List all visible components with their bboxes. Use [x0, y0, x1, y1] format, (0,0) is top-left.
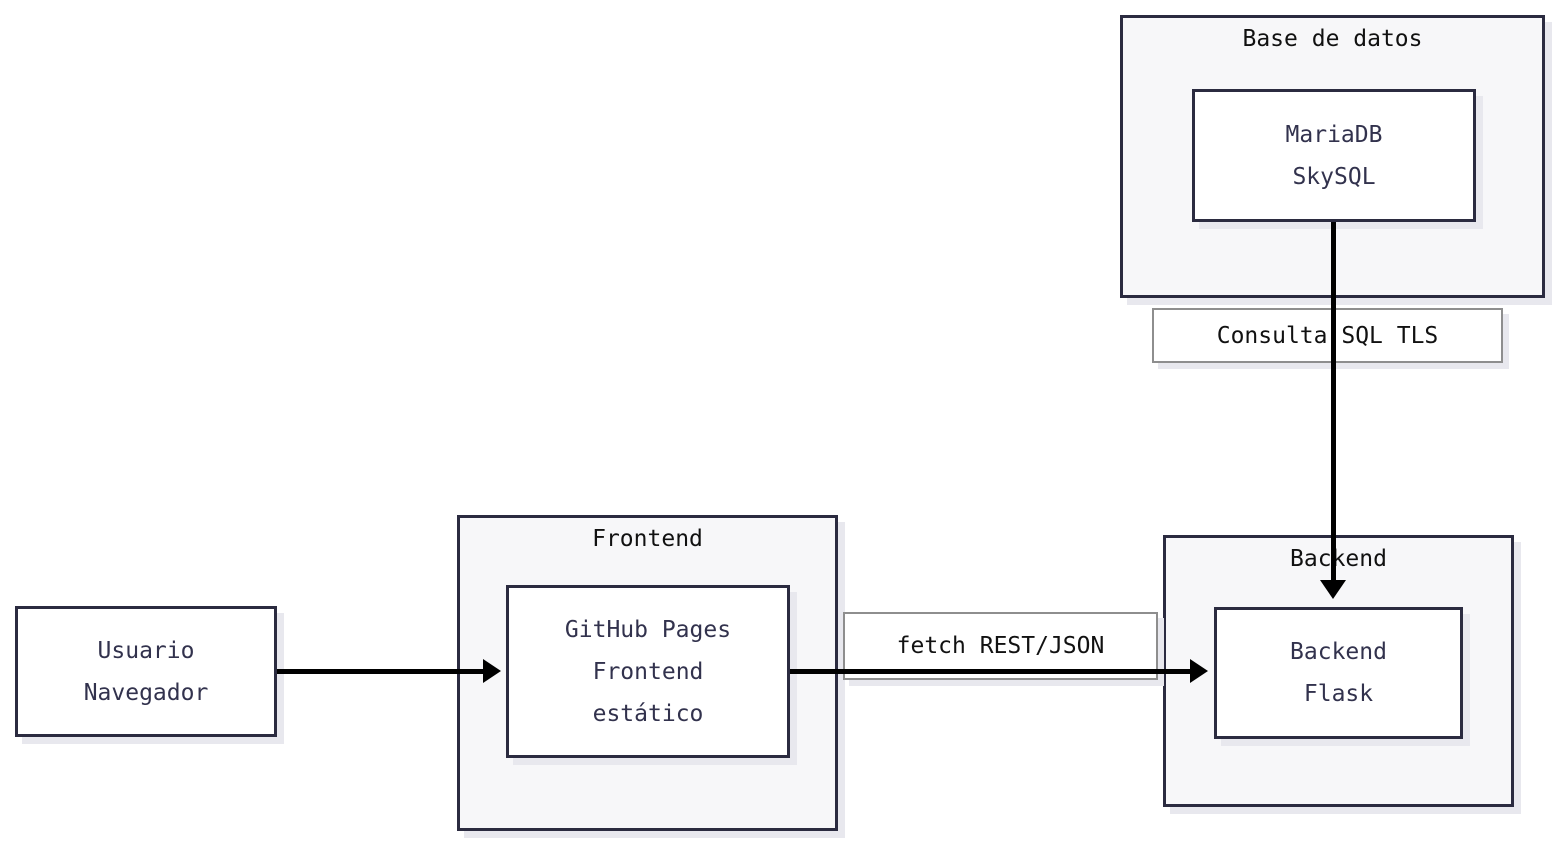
backend-flask-node-label-line1: Backend [1290, 639, 1387, 665]
github-pages-node-label-line3: estático [592, 700, 704, 727]
arrow-database-to-backend-arrowhead-icon [1320, 580, 1346, 599]
github-pages-node-label-line2: Frontend [592, 658, 704, 685]
arrow-user-to-frontend-line [277, 669, 484, 674]
mariadb-node-label-line2: SkySQL [1292, 163, 1376, 190]
user-browser-node-label-line2: Navegador [83, 679, 209, 706]
arrow-user-to-frontend-arrowhead-icon [483, 659, 501, 683]
frontend-container-title: Frontend [592, 526, 703, 552]
arrow-frontend-to-backend-arrowhead-icon [1190, 659, 1208, 683]
user-browser-node: Usuario Navegador [15, 606, 277, 737]
backend-flask-node: Backend Flask [1214, 607, 1463, 739]
edge-label-fetch-rest-json: fetch REST/JSON [843, 612, 1158, 680]
edge-label-consulta-sql-tls: Consulta SQL TLS [1152, 308, 1503, 363]
backend-flask-node-label-line2: Flask [1303, 681, 1374, 707]
arrow-frontend-to-backend-line [790, 669, 1191, 674]
mariadb-node-label-line1: MariaDB [1285, 121, 1383, 148]
mariadb-skysql-node: MariaDB SkySQL [1192, 89, 1476, 222]
database-container-title: Base de datos [1242, 26, 1423, 52]
github-pages-node-label-line1: GitHub Pages [564, 616, 732, 643]
arrow-database-to-backend-line [1331, 222, 1336, 582]
edge-label-fetch-rest-json-text: fetch REST/JSON [896, 633, 1105, 659]
user-browser-node-label-line1: Usuario [97, 637, 195, 664]
github-pages-node: GitHub Pages Frontend estático [506, 585, 790, 758]
backend-container-title: Backend [1290, 546, 1387, 572]
edge-label-consulta-sql-tls-text: Consulta SQL TLS [1216, 322, 1439, 349]
